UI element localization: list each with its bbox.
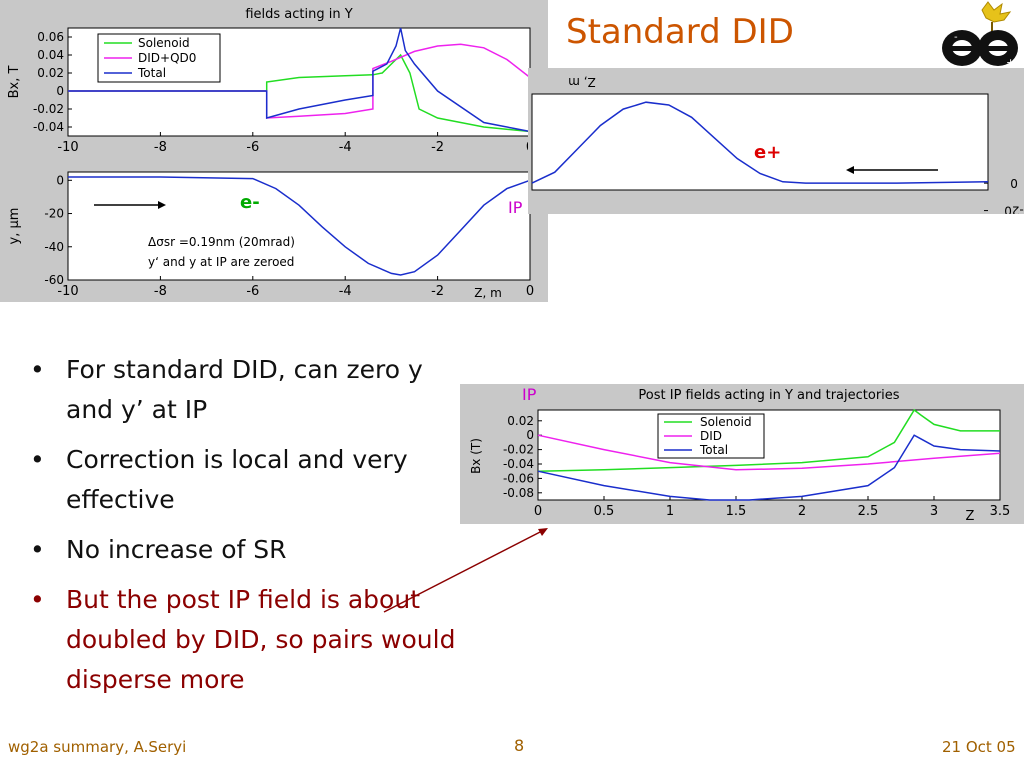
post-ip-chart-ylabel: Bx (T)	[469, 438, 483, 474]
fields-chart-title: fields acting in Y	[245, 7, 352, 22]
bullet-dot-icon: •	[30, 445, 45, 474]
series-line-solenoid	[537, 408, 1000, 472]
x-tick-label: -4	[339, 284, 352, 299]
arrow-head-icon	[538, 528, 548, 536]
bullet-item: •But the post IP field is about doubled …	[28, 580, 458, 700]
series-line-total	[537, 434, 1001, 501]
slide-title: Standard DID	[566, 12, 794, 52]
post-ip-ip-label: IP	[522, 385, 537, 404]
x-tick-label: -8	[154, 140, 167, 155]
x-tick-label: 1.5	[726, 504, 747, 519]
bullet-item: •For standard DID, can zero y and y’ at …	[28, 350, 458, 430]
series-line-total	[531, 101, 989, 184]
bullet-dot-icon: •	[30, 585, 45, 614]
legend-label-solenoid: Solenoid	[138, 36, 190, 50]
bullet-dot-icon: •	[30, 535, 45, 564]
svg-text:-: -	[954, 32, 958, 43]
x-tick-label: -8	[154, 284, 167, 299]
x-tick-label: -4	[339, 140, 352, 155]
svg-text:+: +	[1006, 56, 1015, 69]
y-tick-label: 0	[526, 428, 534, 442]
post-ip-chart-title: Post IP fields acting in Y and trajector…	[638, 388, 899, 403]
y-tick-label: -0.02	[33, 102, 64, 116]
eminus-chart-xlabel: Z, m	[474, 286, 502, 300]
eplus-chart-xlabel: Z, m	[568, 75, 596, 89]
eminus-label: e-	[240, 192, 260, 213]
y-tick-label: 0	[1010, 176, 1018, 190]
connector-arrow	[383, 528, 548, 613]
y-tick-label: 0	[56, 173, 64, 187]
x-tick-label: -2	[431, 140, 444, 155]
eminus-chart-ylabel: y, μm	[7, 208, 22, 245]
y-tick-label: 0.04	[37, 48, 64, 62]
x-tick-label: 1	[666, 504, 674, 519]
series-line-total	[68, 176, 531, 276]
legend-label-total: Total	[137, 66, 166, 80]
page-number: 8	[514, 736, 525, 755]
post-ip-chart-xlabel: Z	[966, 509, 975, 524]
sr-annotation: Δσsr =0.19nm (20mrad)	[148, 235, 295, 249]
x-tick-label: -10	[57, 140, 78, 155]
y-tick-label: -60	[44, 273, 64, 287]
x-tick-label: 0.5	[594, 504, 615, 519]
bullet-dot-icon: •	[30, 355, 45, 384]
legend-label-total: Total	[699, 443, 728, 457]
x-tick-label: -6	[246, 140, 259, 155]
x-tick-label: 2.5	[858, 504, 879, 519]
y-tick-label: 0.02	[37, 66, 64, 80]
arrow-head-icon	[846, 166, 854, 174]
footer-date: 21 Oct 05	[942, 738, 1016, 756]
bullet-item: •No increase of SR	[28, 530, 458, 570]
series-line-solenoid	[68, 53, 531, 133]
zeroed-annotation: y‘ and y at IP are zeroed	[148, 255, 294, 269]
legend-label-did: DID	[700, 429, 722, 443]
logo-icon: + -	[942, 1, 1018, 69]
y-tick-label: -0.02	[503, 443, 534, 457]
post-ip-chart-legend: Solenoid DID Total	[657, 413, 765, 459]
x-tick-label: 3.5	[990, 504, 1011, 519]
y-tick-label: -40	[44, 240, 64, 254]
footer-author: wg2a summary, A.Seryi	[8, 738, 187, 756]
legend-label-solenoid: Solenoid	[700, 415, 752, 429]
y-tick-label: -0.08	[503, 486, 534, 500]
x-tick-label: 0	[526, 284, 534, 299]
x-tick-label: 3	[930, 504, 938, 519]
x-tick-label: -2	[431, 284, 444, 299]
series-line-total	[68, 27, 531, 133]
series-line-did	[537, 434, 1001, 471]
bullet-item: •Correction is local and very effective	[28, 440, 458, 520]
x-tick-label: -10	[57, 284, 78, 299]
y-tick-label: -20	[1004, 204, 1024, 214]
y-tick-label: -0.04	[503, 457, 534, 471]
x-tick-label: 0	[534, 504, 542, 519]
y-tick-label: -20	[44, 207, 64, 221]
eplus-label: e+	[754, 142, 781, 163]
y-tick-label: 0	[56, 84, 64, 98]
fields-chart-ylabel: Bx, T	[7, 66, 22, 99]
arrow-head-icon	[158, 201, 166, 209]
y-tick-label: -0.06	[503, 471, 534, 485]
fields-chart-legend: Solenoid DID+QD0 Total	[97, 33, 221, 83]
legend-label-did: DID+QD0	[138, 51, 196, 65]
ip-label-top-text: IP	[506, 198, 525, 217]
bullet-list: •For standard DID, can zero y and y’ at …	[28, 350, 458, 710]
x-tick-label: -6	[246, 284, 259, 299]
eplus-trajectory-chart: Z, m 0-20-40-60 -2-4-6-8-10 e+ IP	[528, 68, 1024, 214]
y-tick-label: 0.02	[507, 414, 534, 428]
fields-chart: fields acting in Y Bx, T 0.06 0.04 0.02 0 -0…	[0, 0, 548, 168]
post-ip-chart: Post IP fields acting in Y and trajector…	[460, 384, 1024, 524]
y-tick-label: -0.04	[33, 120, 64, 134]
y-tick-label: 0.06	[37, 30, 64, 44]
x-tick-label: 2	[798, 504, 806, 519]
